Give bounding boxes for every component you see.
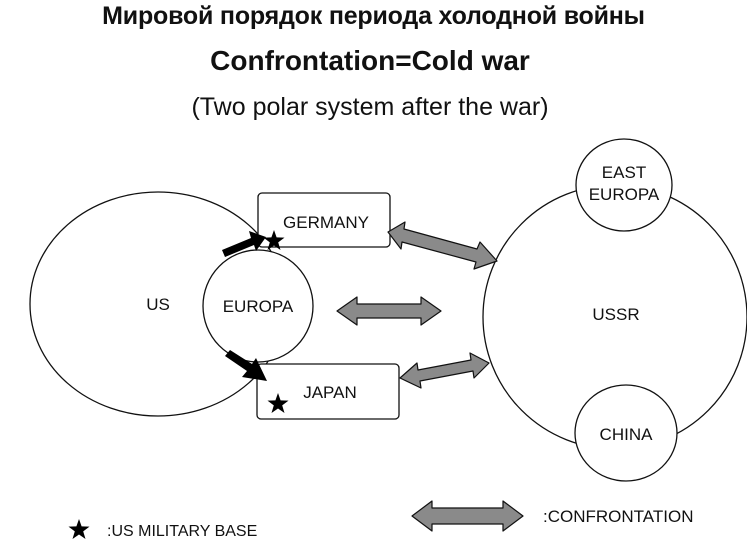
germany-label: GERMANY [283,213,369,232]
title-english: Confrontation=Cold war [210,45,530,76]
legend-confrontation-arrow-icon [411,500,524,532]
legend-star-icon [68,519,90,539]
europa-label: EUROPA [223,297,294,316]
germany-box [257,192,391,248]
legend-confrontation-label: :CONFRONTATION [543,507,693,526]
japan-box [256,363,400,420]
us-to-germany-arrow [222,231,266,257]
east-europa-circle [575,138,673,232]
japan-label: JAPAN [303,383,357,402]
europa-ussr-confrontation-arrow [336,296,442,326]
china-label: CHINA [600,425,654,444]
title-russian: Мировой порядок периода холодной войны [102,2,645,30]
subtitle: (Two polar system after the war) [191,93,549,121]
east-europa-label-line1: EAST [602,163,646,182]
europa-circle [202,249,314,363]
china-circle [574,384,678,482]
ussr-label: USSR [592,305,639,324]
east-europa-label-line2: EUROPA [589,185,660,204]
japan-ussr-confrontation-arrow [399,352,490,389]
germany-ussr-confrontation-arrow [387,221,498,270]
us-to-japan-arrow [225,350,267,381]
legend-military-base-label: :US MILITARY BASE [107,523,257,540]
us-label: US [146,295,170,314]
